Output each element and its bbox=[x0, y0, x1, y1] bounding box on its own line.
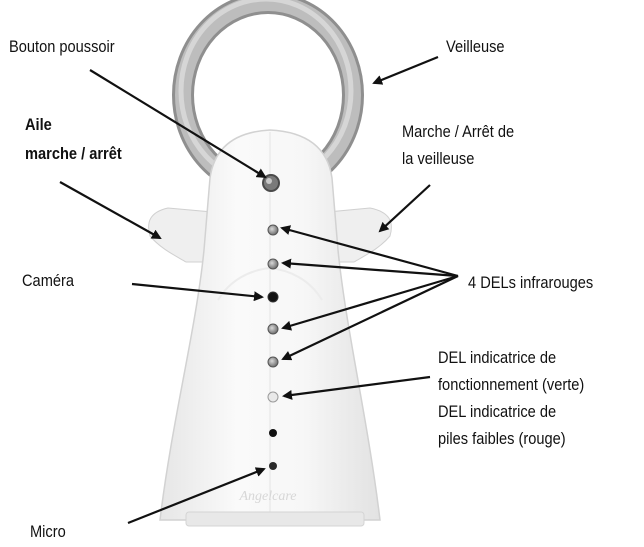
arrow-camera bbox=[131, 282, 264, 302]
ir-led-1 bbox=[267, 224, 279, 236]
label-marche-line1: Marche / Arrêt de bbox=[402, 122, 515, 141]
arrow-bouton bbox=[89, 69, 267, 179]
arrow-del-1 bbox=[280, 225, 459, 278]
camera-lens bbox=[267, 291, 279, 303]
label-marche-line2: la veilleuse bbox=[402, 149, 475, 168]
right-wing bbox=[327, 207, 392, 263]
label-camera: Caméra bbox=[22, 271, 75, 290]
arrow-micro bbox=[127, 467, 266, 525]
ir-led-4 bbox=[267, 356, 279, 368]
leader-arrows bbox=[59, 55, 459, 525]
arrow-del-2 bbox=[281, 258, 459, 278]
label-micro: Micro bbox=[30, 522, 66, 541]
label-del-fonct-line2: fonctionnement (verte) bbox=[438, 375, 585, 394]
arrow-veilleuse bbox=[372, 55, 439, 85]
ir-led-2 bbox=[267, 258, 279, 270]
arrow-del-4 bbox=[281, 275, 459, 361]
label-dels-infrarouges: 4 DELs infrarouges bbox=[468, 273, 594, 292]
sensor-hole bbox=[269, 429, 277, 437]
label-veilleuse: Veilleuse bbox=[446, 37, 505, 56]
label-bouton-poussoir: Bouton poussoir bbox=[9, 37, 115, 56]
ir-led-3 bbox=[267, 323, 279, 335]
microphone-hole bbox=[269, 462, 277, 470]
label-del-fonct-line1: DEL indicatrice de bbox=[438, 348, 557, 367]
label-aile-line1: Aile bbox=[25, 115, 52, 134]
arrow-aile bbox=[59, 181, 162, 239]
brand-logo: Angelcare bbox=[238, 489, 296, 504]
label-del-piles-line1: DEL indicatrice de bbox=[438, 402, 557, 421]
arrow-del-3 bbox=[281, 274, 459, 331]
arrow-marche bbox=[378, 184, 431, 233]
arrow-del-indic bbox=[282, 375, 431, 400]
left-wing bbox=[148, 207, 213, 263]
label-del-piles-line2: piles faibles (rouge) bbox=[438, 429, 566, 448]
status-led bbox=[267, 391, 279, 403]
label-aile-line2: marche / arrêt bbox=[25, 144, 122, 163]
base bbox=[185, 511, 365, 527]
